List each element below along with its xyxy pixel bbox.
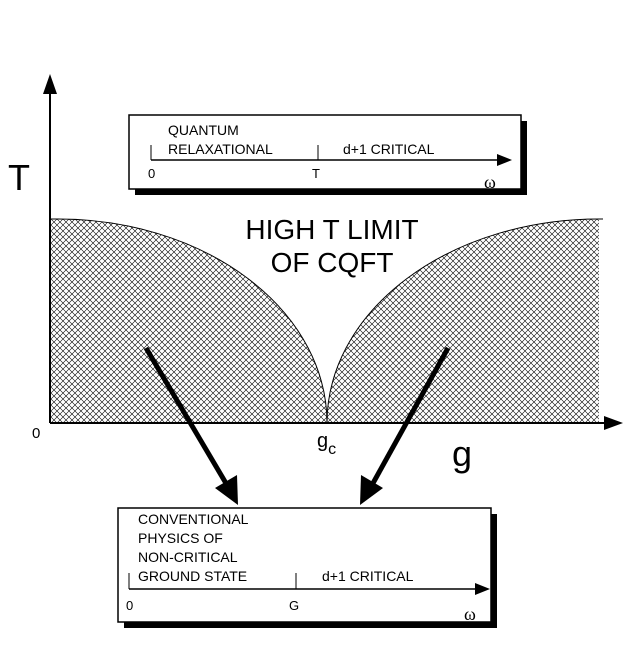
top-box-omega: ω	[484, 172, 496, 192]
right-region-arrowhead	[360, 475, 383, 505]
right-hatched-region	[327, 219, 599, 423]
left-region-arrow-shaft	[143, 346, 230, 487]
bottom-box: CONVENTIONAL PHYSICS OF NON-CRITICAL GRO…	[117, 507, 497, 628]
right-crossover-curve	[326, 218, 600, 424]
bottom-box-axis-arrowhead	[475, 583, 490, 595]
bottom-box-line3: NON-CRITICAL	[138, 549, 238, 565]
bottom-box-tick-zero: 0	[126, 598, 133, 613]
critical-coupling-label: gc	[317, 430, 336, 458]
bottom-box-line1: CONVENTIONAL	[138, 511, 249, 527]
bottom-box-critical-label: d+1 CRITICAL	[322, 568, 414, 584]
top-box-line2: RELAXATIONAL	[168, 141, 273, 157]
cqft-label: OF CQFT	[271, 247, 394, 278]
left-crossover-curve	[57, 218, 328, 424]
t-axis-arrowhead	[43, 74, 57, 94]
g-axis-label: g	[452, 433, 472, 474]
bottom-box-tick-g: G	[289, 598, 299, 613]
top-box-tick-t: T	[312, 166, 320, 181]
high-t-limit-label: HIGH T LIMIT	[245, 214, 418, 245]
t-axis-label: T	[8, 157, 30, 198]
bottom-box-line2: PHYSICS OF	[138, 530, 223, 546]
top-box-critical-label: d+1 CRITICAL	[343, 141, 435, 157]
left-region-arrowhead	[215, 475, 238, 505]
bottom-box-omega: ω	[464, 604, 476, 624]
top-box: QUANTUM RELAXATIONAL d+1 CRITICAL 0 T ω	[128, 114, 527, 195]
origin-label: 0	[32, 425, 40, 442]
left-hatched-region	[50, 219, 327, 423]
bottom-box-line4: GROUND STATE	[138, 568, 247, 584]
top-box-axis-arrowhead	[497, 154, 512, 166]
g-axis-arrowhead	[604, 416, 623, 430]
right-region-arrow-shaft	[369, 346, 451, 487]
top-box-tick-zero: 0	[148, 166, 155, 181]
top-box-line1: QUANTUM	[168, 122, 239, 138]
